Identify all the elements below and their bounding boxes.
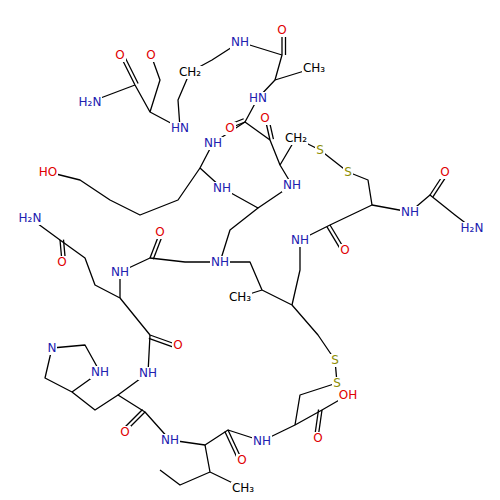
atom-label: NH — [282, 179, 302, 192]
atom-label: O — [236, 454, 247, 467]
atom-label: O — [114, 49, 125, 62]
bond — [200, 122, 245, 188]
atom-label: N — [47, 342, 58, 355]
atom-label: CH₂ — [284, 132, 308, 145]
atom-label: NH — [210, 256, 230, 269]
bond — [30, 218, 120, 298]
atom-label: NH — [110, 266, 130, 279]
atom-label: O — [154, 226, 165, 239]
bond — [72, 392, 118, 410]
atom-label: H₂N — [18, 212, 43, 225]
atom-label: H₂N — [460, 222, 485, 235]
bond — [220, 208, 258, 262]
atom-label: H₂N — [78, 96, 103, 109]
bond — [118, 335, 150, 432]
atom-label: NH — [290, 234, 310, 247]
bond — [228, 395, 348, 441]
atom-label: O — [145, 49, 156, 62]
atom-label: OH — [338, 389, 358, 402]
atom-label: NH — [90, 366, 110, 379]
bond — [245, 68, 314, 122]
atom-label: O — [276, 24, 287, 37]
atom-label: CH₃ — [231, 482, 255, 495]
bond — [48, 168, 200, 215]
atom-label: CH₂ — [178, 66, 202, 79]
bond — [230, 122, 270, 140]
atom-label: O — [56, 256, 67, 269]
atom-label: CH₃ — [302, 62, 326, 75]
bond — [178, 42, 282, 128]
atom-label: NH — [400, 206, 420, 219]
atom-label: O — [172, 339, 183, 352]
atom-label: O — [339, 244, 350, 257]
atom-label: HO — [38, 166, 58, 179]
atom-label: S — [330, 354, 340, 367]
atom-label: O — [312, 432, 323, 445]
atom-label: HN — [248, 92, 268, 105]
atom-label: S — [343, 166, 353, 179]
atom-label: NH — [160, 434, 180, 447]
atom-label: NH — [252, 435, 272, 448]
atom-label: O — [259, 112, 270, 125]
atom-label: NH — [138, 367, 158, 380]
atom-label: S — [315, 144, 325, 157]
bond — [222, 138, 372, 208]
bond — [150, 55, 160, 112]
atom-label: CH₃ — [228, 291, 252, 304]
bond — [120, 258, 292, 305]
bond — [265, 118, 280, 165]
atom-label: HN — [170, 122, 190, 135]
bond — [292, 195, 472, 305]
atom-label: O — [119, 426, 130, 439]
atom-label: NH — [203, 137, 223, 150]
bond — [160, 470, 210, 485]
atom-label: O — [439, 166, 450, 179]
atom-label: NH — [230, 36, 250, 49]
atom-label: O — [224, 122, 235, 135]
atom-label: NH — [212, 182, 232, 195]
